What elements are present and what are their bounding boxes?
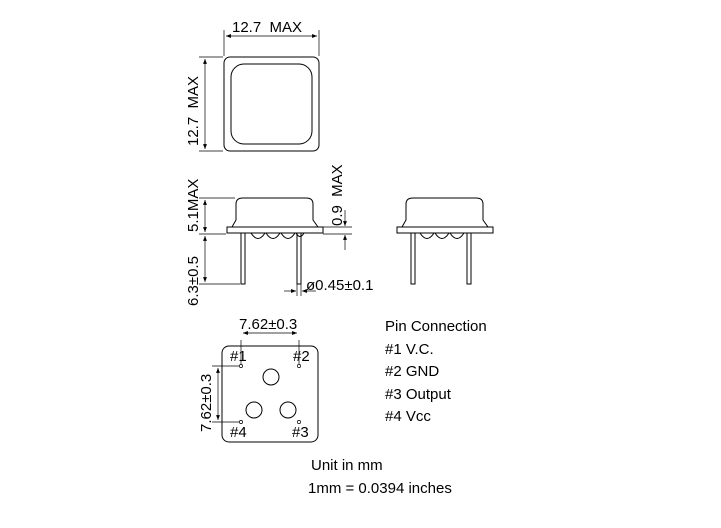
pin-connection-item: #1 V.C. — [385, 340, 434, 358]
pin-lead — [296, 232, 302, 285]
package-outline — [223, 56, 320, 152]
package-flange — [226, 226, 324, 234]
glass-bead — [279, 401, 297, 419]
side-view-front: 5.1MAX 6.3±0.5 0.9 MAX ø0.45±0.1 — [185, 164, 373, 306]
pin-spacing-y-label: 7.62±0.3 — [198, 374, 215, 432]
pin-diameter-label: ø0.45±0.1 — [306, 277, 373, 294]
pin-4-point — [239, 420, 243, 424]
pin-length-label: 6.3±0.5 — [185, 256, 202, 306]
unit-line: Unit in mm — [311, 457, 383, 474]
pin-1-point — [239, 364, 243, 368]
pin-connection-item: #4 Vcc — [385, 408, 431, 425]
side-view-side — [396, 197, 494, 285]
pin-4-tag: #4 — [230, 424, 247, 441]
pin-spacing-x-label: 7.62±0.3 — [239, 316, 297, 333]
standoff-label: 0.9 MAX — [329, 164, 346, 226]
package-bottom-outline — [221, 345, 319, 443]
pin-lead — [466, 232, 472, 285]
package-flange — [396, 226, 494, 234]
package-body — [401, 197, 489, 228]
pin-2-point — [297, 364, 301, 368]
pin-2-tag: #2 — [293, 348, 310, 365]
glass-bead — [245, 401, 263, 419]
pin-connection-title: Pin Connection — [385, 318, 487, 335]
top-height-label: 12.7 MAX — [185, 76, 202, 146]
pin-1-tag: #1 — [230, 348, 247, 365]
top-view: 12.7 MAX 12.7 MAX — [185, 19, 320, 152]
bottom-view: #1 #2 #4 #3 7.62±0.3 7.62±0.3 — [198, 316, 319, 443]
pin-connection-legend: Pin Connection #1 V.C. #2 GND #3 Output … — [385, 316, 487, 429]
pin-3-tag: #3 — [292, 424, 309, 441]
glass-bead — [262, 368, 280, 386]
package-top-face — [230, 63, 313, 145]
body-height-label: 5.1MAX — [185, 179, 202, 232]
pin-lead — [240, 232, 246, 285]
pin-lead — [410, 232, 416, 285]
units-note: Unit in mm 1mm = 0.0394 inches — [308, 455, 452, 500]
conversion-line: 1mm = 0.0394 inches — [308, 479, 452, 497]
pin-3-point — [297, 420, 301, 424]
package-body — [231, 197, 319, 228]
top-width-label: 12.7 MAX — [232, 19, 302, 36]
pin-connection-item: #3 Output — [385, 385, 451, 403]
pin-connection-item: #2 GND — [385, 363, 440, 380]
